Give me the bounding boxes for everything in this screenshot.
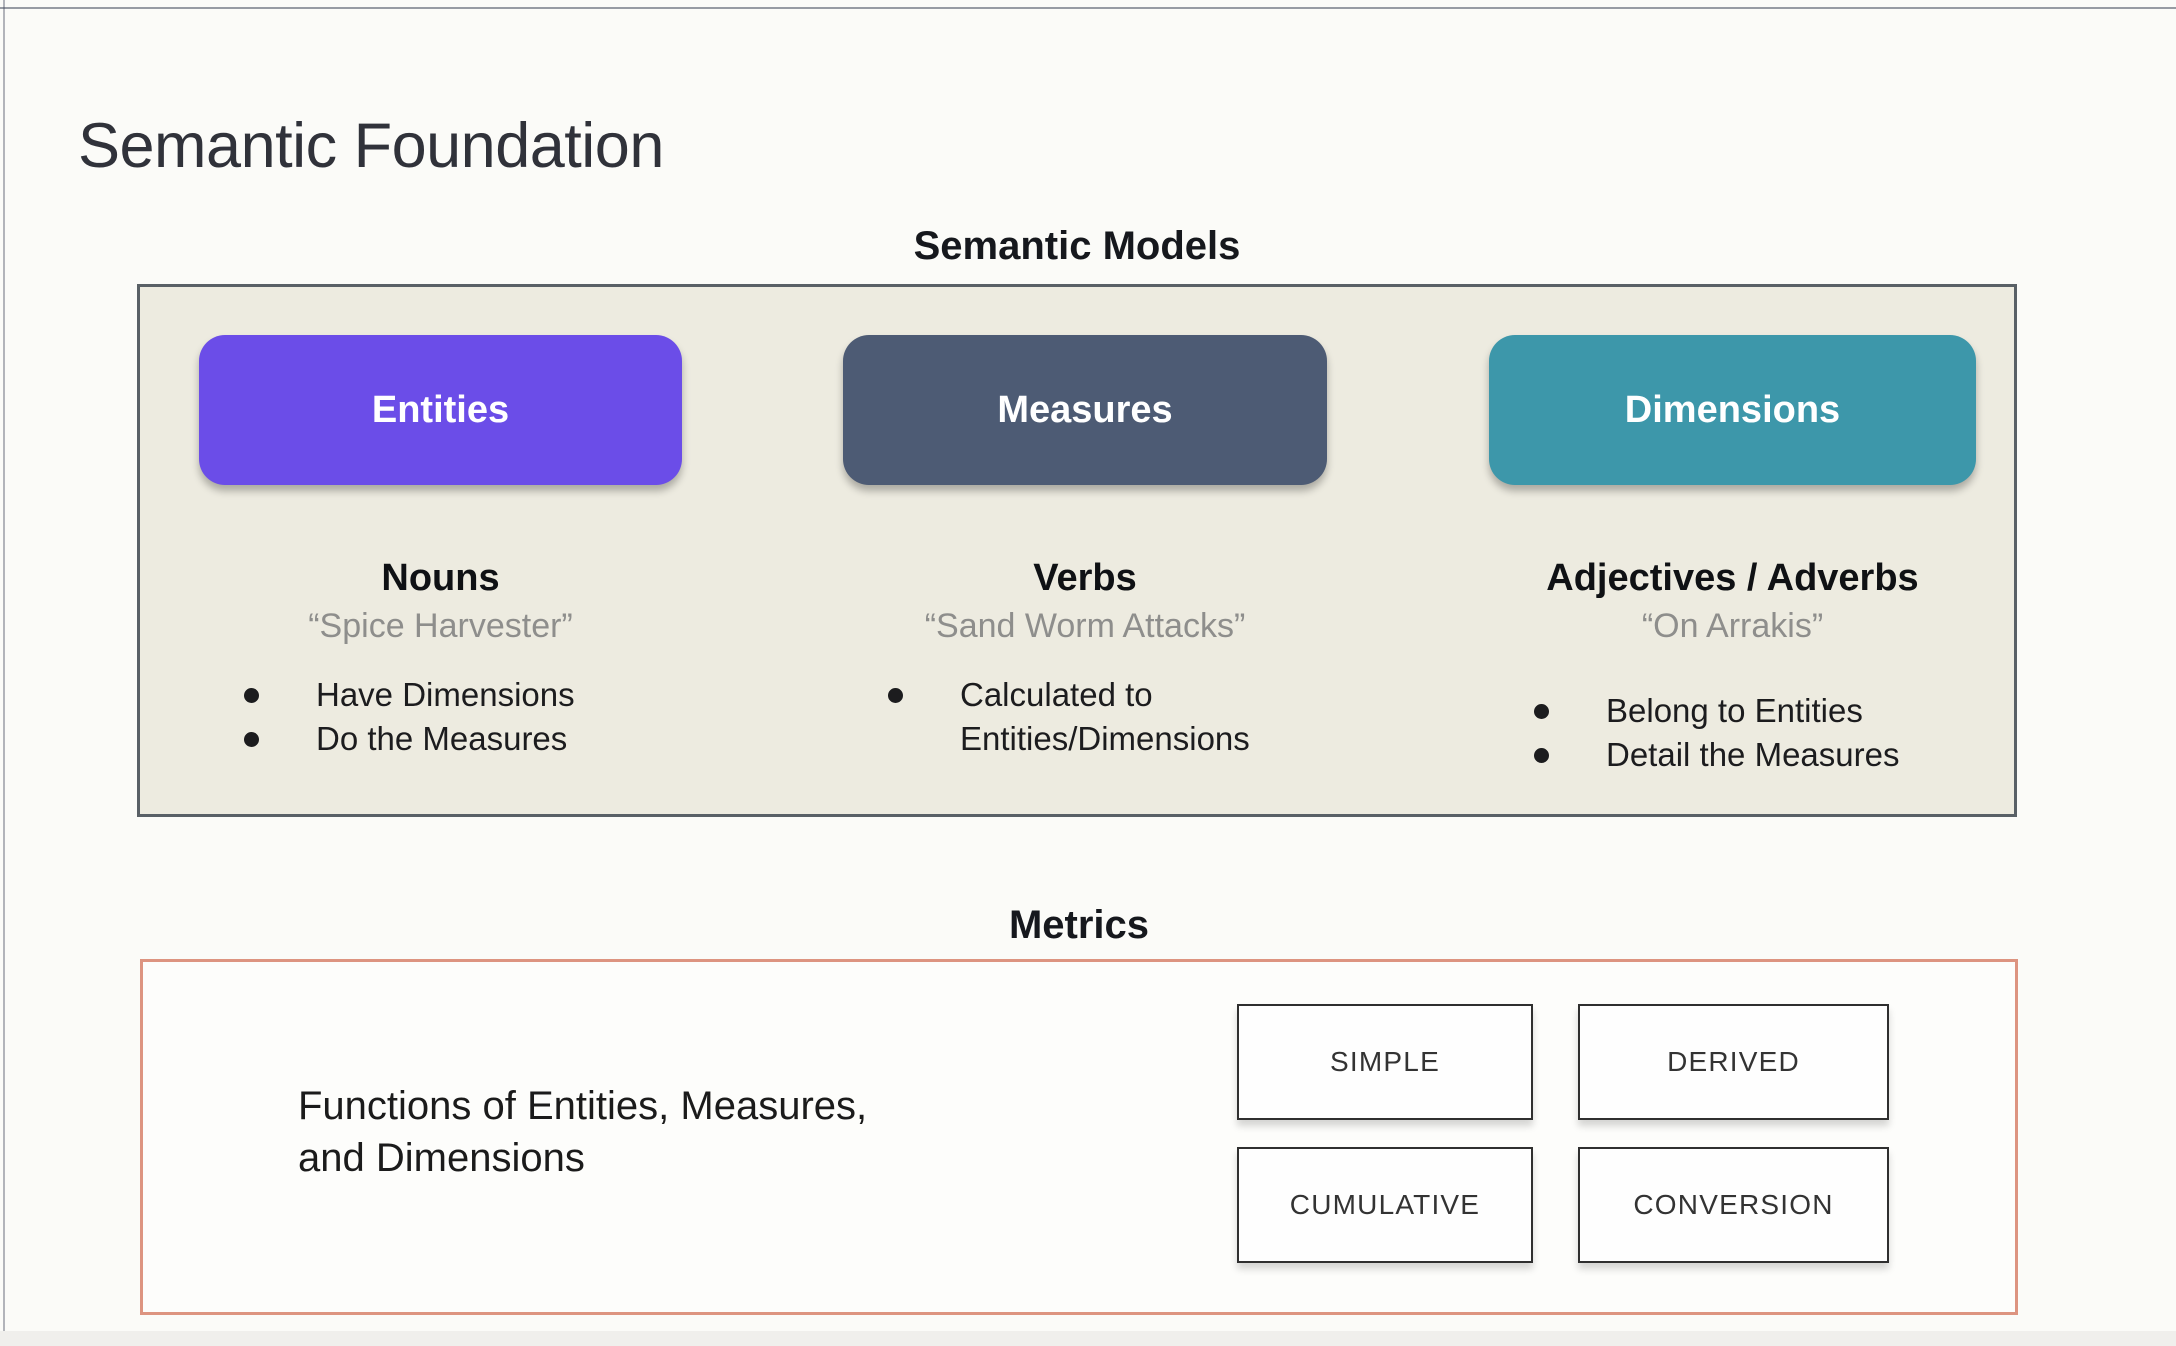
metrics-description: Functions of Entities, Measures, and Dim…: [298, 1080, 867, 1184]
dimensions-quote: “On Arrakis”: [1641, 607, 1824, 645]
window-left-border: [3, 0, 5, 1346]
metrics-heading: Metrics: [1008, 903, 1150, 947]
list-item: Have Dimensions: [199, 673, 682, 717]
list-item: Calculated to Entities/Dimensions: [843, 673, 1327, 761]
bullet-text: Belong to Entities: [1606, 692, 1863, 729]
list-item: Do the Measures: [199, 717, 682, 761]
dimensions-pill-label: Dimensions: [1624, 388, 1841, 431]
measures-quote: “Sand Worm Attacks”: [924, 607, 1246, 645]
metrics-description-line2: and Dimensions: [298, 1136, 585, 1180]
bullet-icon: [888, 688, 903, 703]
bullet-text: Detail the Measures: [1606, 736, 1900, 773]
semantic-models-heading: Semantic Models: [913, 224, 1241, 268]
measures-pill: Measures: [843, 335, 1327, 485]
entities-quote: “Spice Harvester”: [308, 607, 573, 645]
dimensions-bullet-list: Belong to Entities Detail the Measures: [1489, 689, 1976, 777]
page-title: Semantic Foundation: [78, 111, 664, 182]
window-top-border: [0, 7, 2176, 9]
metrics-box: Functions of Entities, Measures, and Dim…: [140, 959, 2018, 1315]
entities-pill: Entities: [199, 335, 682, 485]
entities-heading: Nouns: [381, 557, 500, 599]
bullet-icon: [1534, 748, 1549, 763]
model-column-measures: Measures Verbs “Sand Worm Attacks” Calcu…: [843, 287, 1327, 814]
measures-bullet-list: Calculated to Entities/Dimensions: [843, 673, 1327, 761]
entities-pill-label: Entities: [371, 388, 510, 431]
semantic-models-box: Entities Nouns “Spice Harvester” Have Di…: [137, 284, 2017, 817]
measures-heading: Verbs: [1033, 557, 1137, 599]
list-item: Detail the Measures: [1489, 733, 1976, 777]
bullet-icon: [244, 688, 259, 703]
metric-type-conversion: CONVERSION: [1578, 1147, 1889, 1263]
dimensions-heading: Adjectives / Adverbs: [1546, 557, 1919, 599]
model-column-dimensions: Dimensions Adjectives / Adverbs “On Arra…: [1489, 287, 1976, 814]
metric-type-cumulative: CUMULATIVE: [1237, 1147, 1533, 1263]
bullet-text: Have Dimensions: [316, 676, 575, 713]
bullet-text: Do the Measures: [316, 720, 568, 757]
bullet-text: Calculated to Entities/Dimensions: [960, 676, 1250, 757]
entities-bullet-list: Have Dimensions Do the Measures: [199, 673, 682, 761]
list-item: Belong to Entities: [1489, 689, 1976, 733]
model-column-entities: Entities Nouns “Spice Harvester” Have Di…: [199, 287, 682, 814]
slide-bottom-edge: [0, 1331, 2176, 1346]
bullet-icon: [1534, 704, 1549, 719]
dimensions-pill: Dimensions: [1489, 335, 1976, 485]
metrics-description-line1: Functions of Entities, Measures,: [298, 1084, 868, 1128]
measures-pill-label: Measures: [997, 388, 1173, 431]
metric-type-derived: DERIVED: [1578, 1004, 1889, 1120]
metric-type-simple: SIMPLE: [1237, 1004, 1533, 1120]
metric-types-grid: SIMPLE DERIVED CUMULATIVE CONVERSION: [1237, 1004, 1889, 1263]
bullet-icon: [244, 732, 259, 747]
